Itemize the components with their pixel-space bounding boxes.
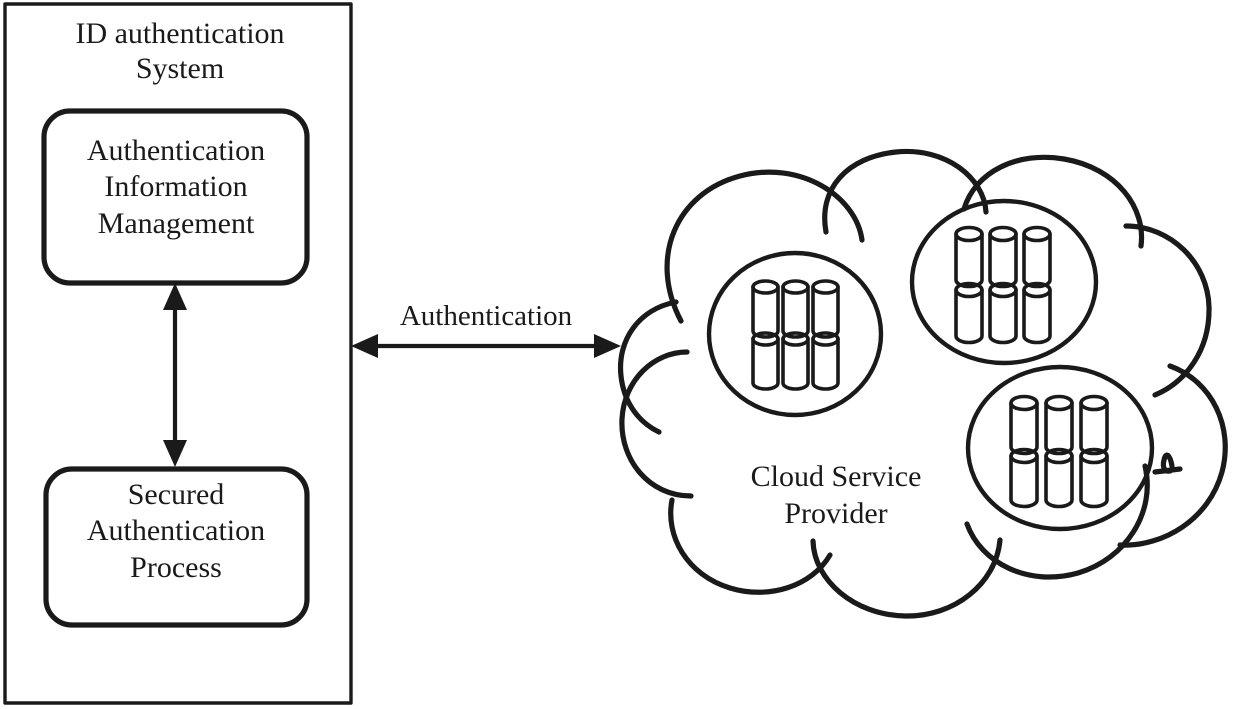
server-group-2-cylinder-2 xyxy=(988,225,1018,289)
cloud-arc-left-upper xyxy=(664,169,865,324)
server-group-2-cylinder-3 xyxy=(1022,225,1052,289)
server-group-3-cylinder-5 xyxy=(1044,447,1074,509)
server-group-1-cylinder-5 xyxy=(781,331,810,391)
secured-authentication-process-box[interactable] xyxy=(43,466,310,628)
server-group-3-cylinder-1 xyxy=(1009,394,1039,456)
authentication-information-management-box[interactable] xyxy=(41,108,310,286)
secured-authentication-process-label: Secured Authentication Process xyxy=(86,478,266,584)
server-group-2-outline xyxy=(909,198,1099,366)
server-group-3-cylinder-6 xyxy=(1079,447,1109,509)
cloud-arc-bottom-right xyxy=(964,463,1150,580)
server-group-1-cylinder-1 xyxy=(751,279,780,339)
server-group-2-cylinder-6 xyxy=(1022,281,1052,345)
cloud-outline xyxy=(617,148,1228,619)
server-group-3-cylinder-3 xyxy=(1079,394,1109,456)
server-group-1-cylinder-4 xyxy=(751,331,780,391)
cloud-arc-bottom-left xyxy=(668,497,833,595)
cloud-arc-top-left xyxy=(822,148,989,235)
cloud-service-provider-label: Cloud Service Provider xyxy=(750,460,922,530)
server-group-2-cylinder-5 xyxy=(988,281,1018,345)
server-group-2[interactable] xyxy=(909,198,1099,366)
server-group-1[interactable] xyxy=(706,250,884,418)
authentication-arrow-label: Authentication xyxy=(399,300,573,332)
server-group-2-cylinder-4 xyxy=(954,281,984,345)
id-authentication-system-panel xyxy=(3,2,353,705)
authentication-arrow-head-right xyxy=(594,334,621,358)
internal-arrow-head-down xyxy=(163,440,187,467)
server-group-1-cylinder-3 xyxy=(811,279,840,339)
server-group-1-outline xyxy=(706,250,884,418)
system-panel-title: ID authentication System xyxy=(75,17,285,86)
server-group-3-outline xyxy=(965,364,1155,532)
server-group-3[interactable] xyxy=(965,364,1155,532)
server-group-3-cylinder-2 xyxy=(1044,394,1074,456)
cloud-joint-tick-right-mid-2 xyxy=(1152,466,1183,475)
internal-bidirectional-arrow xyxy=(163,283,187,467)
cloud-arc-right-upper xyxy=(1123,223,1212,398)
server-group-2-cylinder-1 xyxy=(954,225,984,289)
internal-arrow-head-up xyxy=(163,283,187,310)
server-group-1-cylinder-2 xyxy=(781,279,810,339)
cloud-arc-bottom-center xyxy=(810,537,1003,619)
authentication-arrow-head-left xyxy=(351,334,378,358)
system-panel-border xyxy=(3,2,353,705)
cloud-arc-right-lower xyxy=(1117,363,1228,548)
server-group-3-cylinder-4 xyxy=(1009,447,1039,509)
authentication-information-management-label: Authentication Information Management xyxy=(86,134,266,240)
authentication-bidirectional-arrow xyxy=(351,334,621,358)
cloud-arc-left-lower xyxy=(619,349,694,499)
cloud-arc-top-right xyxy=(961,154,1145,249)
cloud-arc-left-mid xyxy=(617,299,679,435)
server-group-1-cylinder-6 xyxy=(811,331,840,391)
